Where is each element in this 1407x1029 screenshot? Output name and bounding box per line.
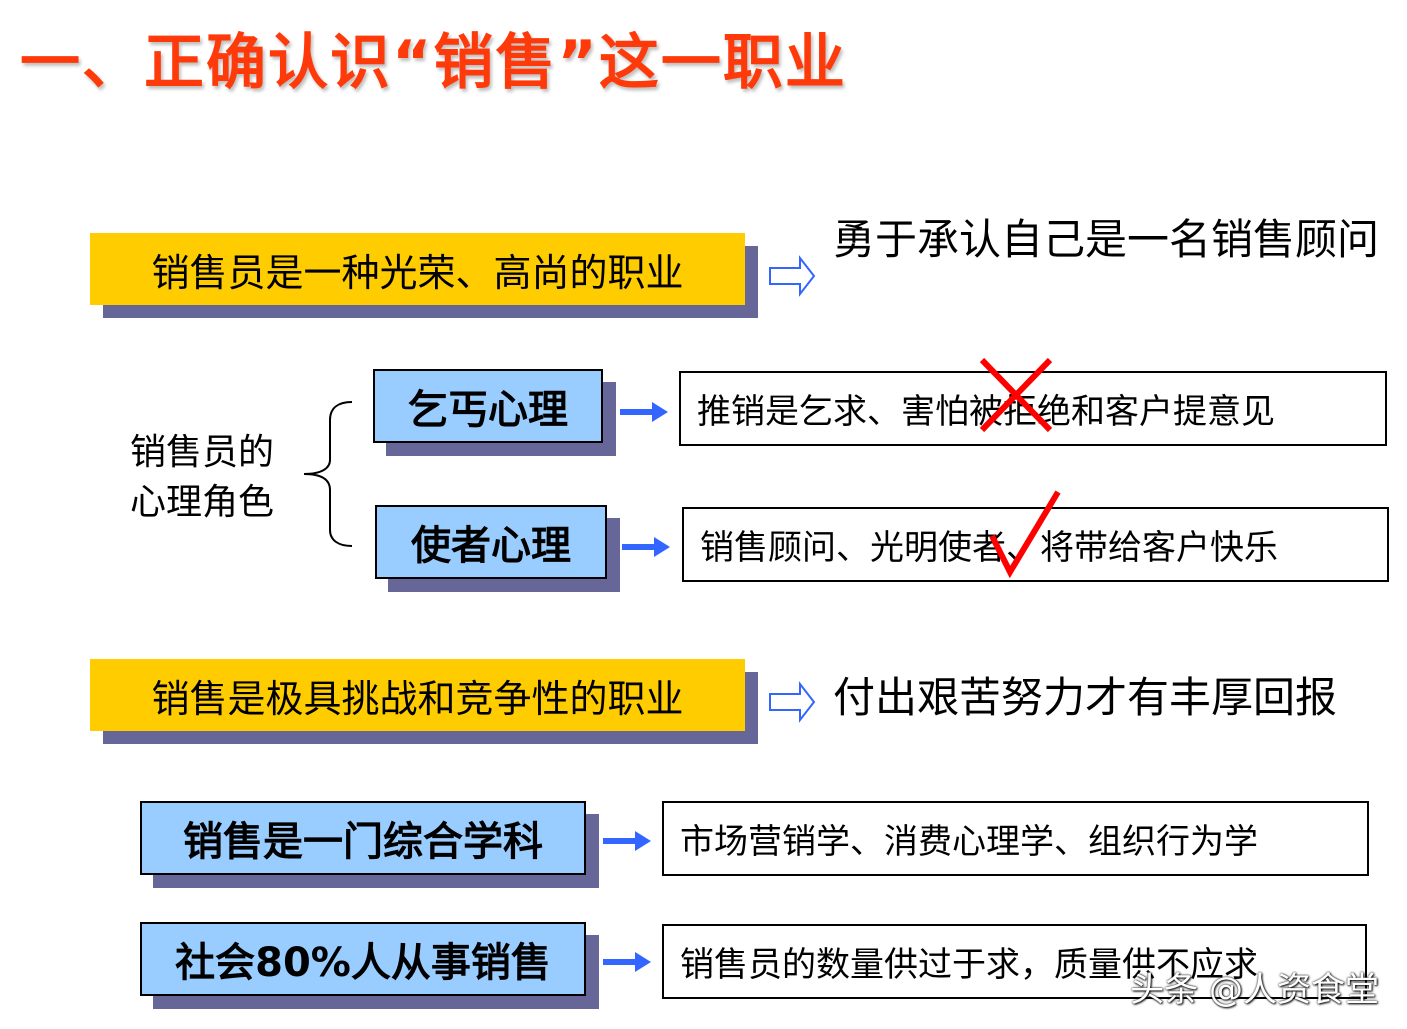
sales-population-result: 销售员的数量供过于求，质量供不应求 [662, 924, 1367, 999]
honor-career-result: 勇于承认自己是一名销售顾问 [833, 215, 1380, 264]
discipline-box: 销售是一门综合学科 [140, 801, 586, 875]
hollow-arrow-icon [769, 255, 816, 297]
arrow-right-icon [603, 831, 651, 851]
envoy-mindset-result: 销售顾问、光明使者、将带给客户快乐 [682, 507, 1389, 582]
hollow-arrow-icon [769, 681, 816, 723]
envoy-mindset-box: 使者心理 [375, 505, 607, 579]
beggar-mindset-box: 乞丐心理 [373, 369, 603, 443]
watermark: 头条 @人资食堂 [1130, 970, 1379, 1010]
sales-population-box: 社会80%人从事销售 [140, 922, 586, 996]
arrow-right-icon [620, 402, 668, 422]
roles-label: 销售员的 心理角色 [130, 428, 274, 528]
beggar-mindset-result: 推销是乞求、害怕被拒绝和客户提意见 [679, 371, 1387, 446]
roles-label-line1: 销售员的 [130, 432, 275, 473]
challenge-career-result: 付出艰苦努力才有丰厚回报 [833, 673, 1338, 722]
arrow-right-icon [622, 537, 670, 557]
page-title: 一、正确认识“销售”这一职业 [20, 28, 847, 98]
check-mark-icon [989, 490, 1061, 579]
challenge-career-box: 销售是极具挑战和竞争性的职业 [90, 659, 745, 731]
honor-career-box: 销售员是一种光荣、高尚的职业 [90, 233, 745, 305]
cross-mark-icon [979, 357, 1053, 433]
brace-icon [303, 401, 353, 547]
arrow-right-icon [603, 952, 651, 972]
discipline-result: 市场营销学、消费心理学、组织行为学 [662, 801, 1369, 876]
roles-label-line2: 心理角色 [130, 482, 275, 523]
